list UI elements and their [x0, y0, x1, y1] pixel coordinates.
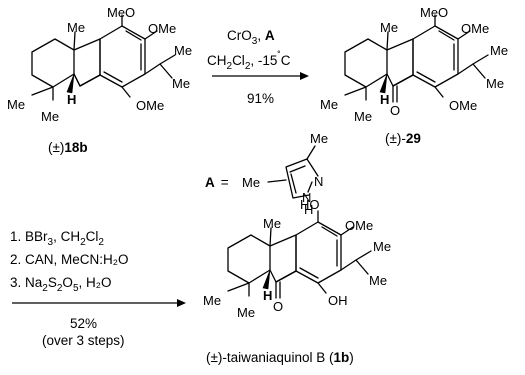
atom-label-h: H: [304, 202, 313, 217]
atom-label-ome: OMe: [345, 218, 373, 233]
atom-label-me: Me: [242, 175, 260, 190]
atom-label-me: Me: [320, 97, 338, 112]
atom-label-meo: MeO: [107, 5, 135, 20]
atom-label-o: O: [273, 299, 283, 314]
reagent-line-2: CH2Cl2, -15˚C: [207, 50, 291, 72]
compound-18b: MeO OMe Me Me Me Me Me H OMe (±)18b: [7, 5, 192, 155]
atom-label-me: Me: [41, 109, 59, 124]
atom-label-h: H: [67, 92, 76, 107]
atom-label-me: Me: [203, 293, 221, 308]
step-2-text: 2. CAN, MeCN:H₂O: [10, 252, 129, 267]
reaction-step-2: 1. BBr3, CH2Cl2 2. CAN, MeCN:H₂O 3. Na2S…: [10, 229, 186, 348]
atom-label-me: Me: [380, 20, 398, 35]
reaction-step-1: CrO3, A CH2Cl2, -15˚C 91%: [207, 28, 309, 106]
reagent-line-1: CrO3, A: [227, 28, 275, 47]
atom-label-nh: N: [302, 190, 311, 205]
atom-label-h: H: [263, 288, 272, 303]
atom-label-me: Me: [7, 97, 25, 112]
compound-1b: HO OMe Me Me Me Me Me H O OH (±)-taiwani…: [203, 197, 391, 365]
atom-label-o: O: [390, 103, 400, 118]
atom-label-ome: OMe: [461, 21, 489, 36]
atom-label-me: Me: [310, 131, 328, 146]
atom-label-me: Me: [354, 109, 372, 124]
atom-label-me: Me: [67, 20, 85, 35]
atom-label-ome: OMe: [449, 98, 477, 113]
atom-label-n: N: [314, 174, 323, 189]
compound-29: MeO OMe Me Me Me Me Me H O OMe (±)-29: [320, 5, 508, 146]
atom-label-me: Me: [486, 76, 504, 91]
reagent-a-structure: A= N N H Me Me: [205, 131, 328, 217]
atom-label-me: Me: [369, 273, 387, 288]
reagent-a-label: A=: [205, 175, 229, 190]
compound-label-29: (±)-29: [385, 131, 421, 146]
atom-label-oh: OH: [328, 293, 348, 308]
atom-label-me: Me: [373, 239, 391, 254]
atom-label-me: Me: [172, 76, 190, 91]
atom-label-me: Me: [237, 305, 255, 320]
atom-label-ome: OMe: [136, 98, 164, 113]
atom-label-me: Me: [263, 216, 281, 231]
atom-label-meo: MeO: [420, 5, 448, 20]
arrowhead-1: [300, 72, 309, 80]
atom-label-h: H: [380, 92, 389, 107]
atom-label-me: Me: [174, 43, 192, 58]
yield-label-2: 52%: [70, 316, 97, 331]
arrowhead-2: [177, 299, 186, 307]
atom-label-ome: OMe: [148, 21, 176, 36]
atom-label-ho: HO: [300, 197, 320, 212]
yield-note: (over 3 steps): [42, 333, 125, 348]
atom-label-me: Me: [490, 43, 508, 58]
yield-label-1: 91%: [247, 91, 274, 106]
step-3-text: 3. Na2S2O5, H₂O: [10, 275, 112, 294]
compound-label-18b: (±)18b: [48, 140, 88, 155]
step-1-text: 1. BBr3, CH2Cl2: [10, 229, 104, 248]
compound-label-1b: (±)-taiwaniaquinol B (1b): [206, 350, 354, 365]
